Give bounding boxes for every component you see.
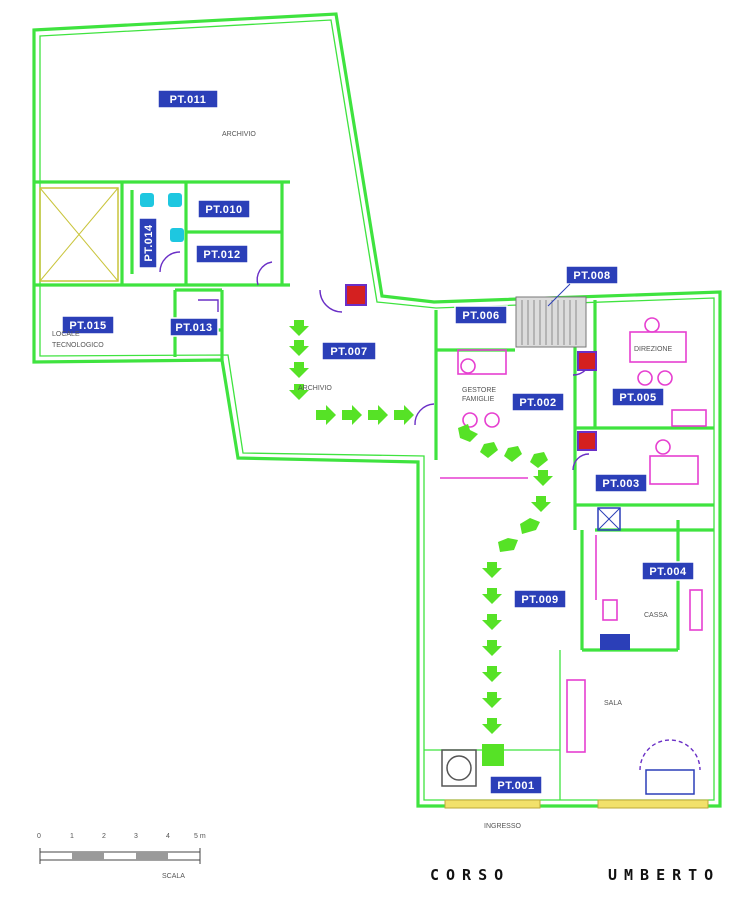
room-tag-pt001: PT.001 xyxy=(489,775,543,795)
svg-text:PT.009: PT.009 xyxy=(521,594,558,606)
sanitary-fixtures xyxy=(140,193,184,242)
scale-bar: 0 1 2 3 4 5 m SCALA xyxy=(37,833,206,880)
svg-text:PT.002: PT.002 xyxy=(519,397,556,409)
furniture xyxy=(440,317,707,753)
svg-text:PT.012: PT.012 xyxy=(203,249,240,261)
svg-text:PT.007: PT.007 xyxy=(330,346,367,358)
windows xyxy=(444,799,709,809)
technical-box-icon xyxy=(597,507,621,531)
room-tag-pt008: PT.008 xyxy=(565,265,619,285)
svg-text:PT.015: PT.015 xyxy=(69,320,106,332)
fire-extinguishers xyxy=(345,284,597,451)
label-archivio-top: ARCHIVIO xyxy=(222,131,256,138)
label-locale: LOCALE xyxy=(52,331,80,338)
svg-text:PT.008: PT.008 xyxy=(573,270,610,282)
fire-extinguisher-icon xyxy=(345,284,367,306)
room-tag-pt003: PT.003 xyxy=(594,473,648,493)
label-gestore: GESTORE xyxy=(462,387,496,394)
lightwell xyxy=(39,187,119,282)
svg-text:PT.005: PT.005 xyxy=(619,392,656,404)
label-cassa: CASSA xyxy=(644,612,668,619)
room-tag-pt005: PT.005 xyxy=(611,387,665,407)
svg-text:4: 4 xyxy=(166,833,170,840)
fire-extinguisher-icon xyxy=(577,351,597,371)
svg-text:2: 2 xyxy=(102,833,106,840)
room-tag-pt002: PT.002 xyxy=(511,392,565,412)
label-direzione: DIREZIONE xyxy=(634,346,672,353)
svg-text:PT.010: PT.010 xyxy=(205,204,242,216)
doors xyxy=(159,251,701,795)
svg-text:1: 1 xyxy=(70,833,74,840)
room-tag-pt009: PT.009 xyxy=(513,589,567,609)
room-tag-pt014: PT.014 xyxy=(138,217,158,269)
svg-text:3: 3 xyxy=(134,833,138,840)
svg-text:5 m: 5 m xyxy=(194,833,206,840)
room-tag-pt015: PT.015 xyxy=(61,315,115,335)
room-tag-pt011: PT.011 xyxy=(157,89,219,109)
room-tag-pt004: PT.004 xyxy=(641,561,695,581)
room-tag-pt013: PT.013 xyxy=(169,317,219,337)
label-famiglie: FAMIGLIE xyxy=(462,396,495,403)
room-tag-pt012: PT.012 xyxy=(195,244,249,264)
fire-extinguisher-icon xyxy=(577,431,597,451)
label-tecnologico: TECNOLOGICO xyxy=(52,342,104,349)
label-archivio-mid: ARCHIVIO xyxy=(298,385,332,392)
column-fixture xyxy=(441,749,477,787)
svg-text:0: 0 xyxy=(37,833,41,840)
svg-text:PT.004: PT.004 xyxy=(649,566,687,578)
room-tag-pt006: PT.006 xyxy=(454,305,508,325)
label-sala: SALA xyxy=(604,700,622,707)
scale-caption: SCALA xyxy=(162,873,185,880)
room-tag-pt007: PT.007 xyxy=(321,341,377,361)
svg-text:PT.014: PT.014 xyxy=(143,224,155,262)
cash-desk-icon xyxy=(600,634,630,650)
svg-text:PT.006: PT.006 xyxy=(462,310,499,322)
label-ingresso: INGRESSO xyxy=(484,823,522,830)
svg-text:PT.003: PT.003 xyxy=(602,478,639,490)
svg-text:PT.001: PT.001 xyxy=(497,780,534,792)
room-tag-pt010: PT.010 xyxy=(197,199,251,219)
svg-text:PT.013: PT.013 xyxy=(175,322,212,334)
escape-route-arrows xyxy=(289,320,553,766)
street-name-word1: CORSO xyxy=(430,866,510,884)
staircase xyxy=(515,296,587,348)
street-name-word2: UMBERTO xyxy=(608,866,720,884)
svg-text:PT.011: PT.011 xyxy=(170,94,207,106)
outer-walls xyxy=(32,12,722,808)
